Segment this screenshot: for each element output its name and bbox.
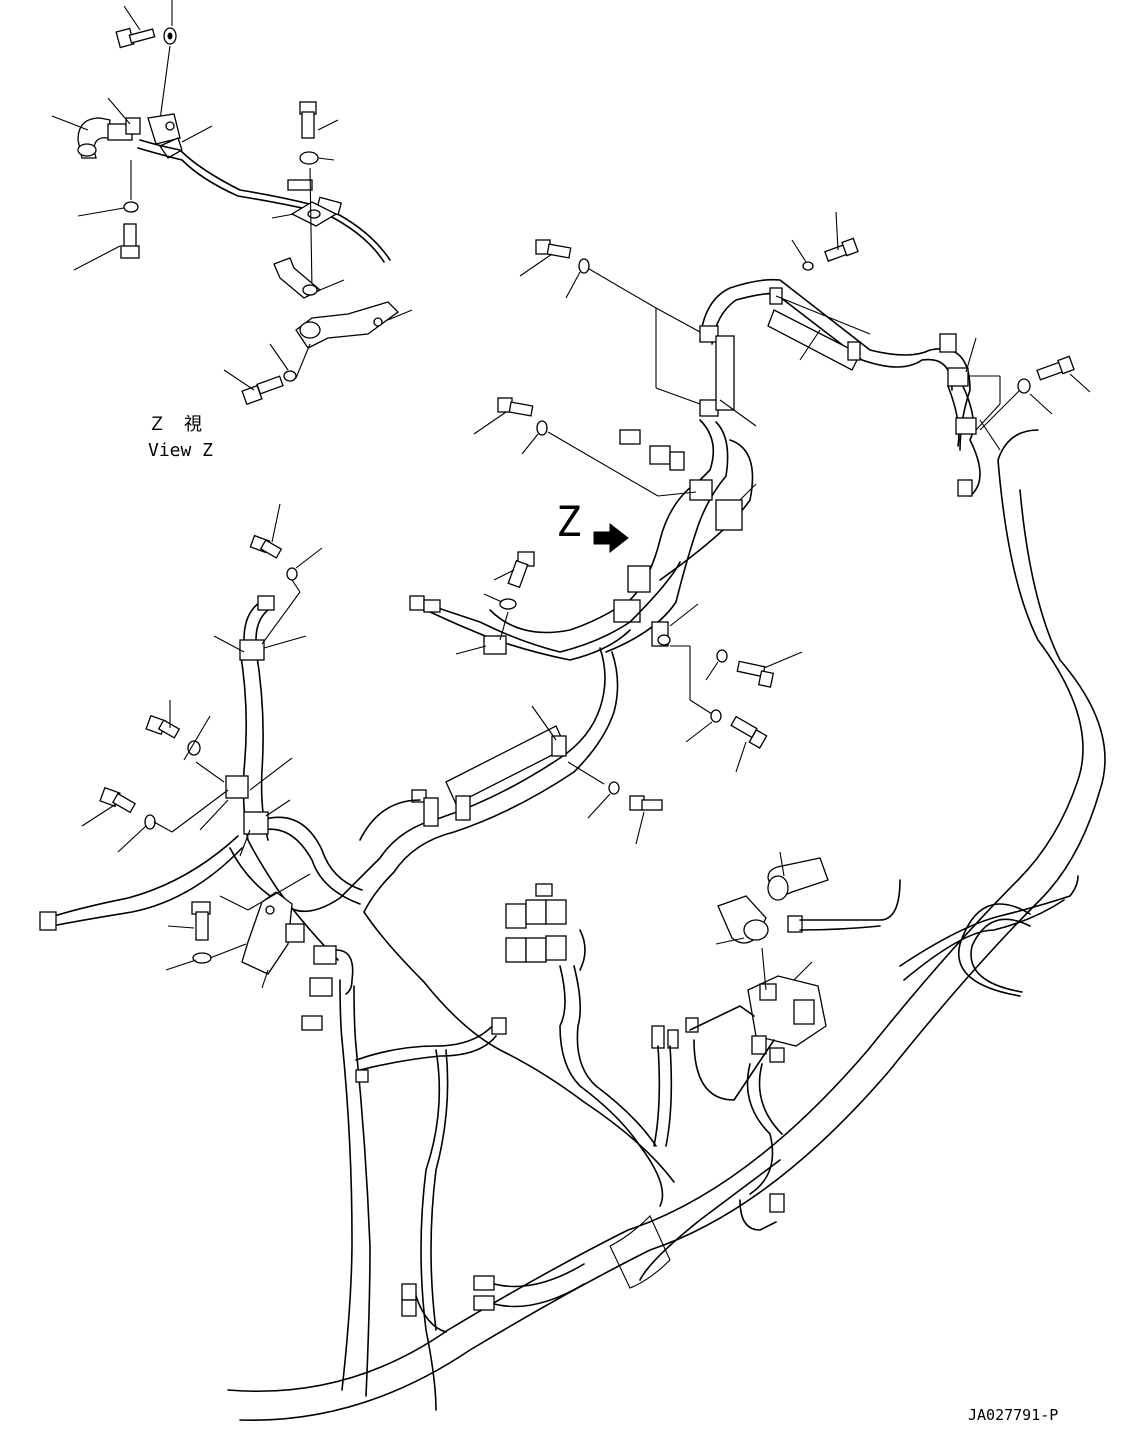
connector (939, 333, 957, 353)
washer (286, 567, 298, 581)
rubber-boot (767, 857, 829, 901)
view-label-en: View Z (148, 440, 213, 461)
connector (769, 1193, 785, 1213)
bolt (824, 237, 859, 262)
washer (192, 952, 212, 964)
connector (411, 789, 439, 827)
connector (491, 1017, 507, 1035)
washer (283, 370, 297, 382)
rubber-boot (717, 895, 769, 944)
bolt (629, 795, 663, 811)
connector (401, 1275, 495, 1317)
connector (355, 1069, 369, 1083)
drawing-number: JA027791-P (968, 1406, 1058, 1424)
washer (499, 598, 517, 610)
connector (957, 479, 973, 497)
bolt (1036, 355, 1075, 381)
bolt (191, 901, 211, 941)
view-direction-arrow-icon (593, 522, 629, 554)
clamp (689, 479, 743, 531)
washer (802, 261, 814, 271)
battery-disconnect-switch (747, 961, 827, 1063)
view-z-detail: Ｚ 視 View Z (51, 0, 413, 461)
bolt (145, 714, 181, 739)
bolt (115, 27, 156, 49)
connector (301, 945, 337, 1031)
mounting-bracket (295, 301, 399, 349)
washer (608, 781, 620, 795)
connector (409, 595, 441, 613)
bolt (535, 239, 572, 259)
connector (39, 595, 275, 931)
mounting-bracket (241, 891, 305, 975)
bolt (736, 660, 775, 688)
washer (123, 201, 139, 213)
washer (144, 814, 156, 830)
connector (619, 429, 685, 471)
washer (187, 740, 201, 756)
relay-block (505, 883, 567, 963)
bolt (299, 101, 317, 139)
bolt (241, 375, 284, 406)
clamp (699, 325, 735, 417)
washer (299, 151, 319, 165)
protective-sleeve (445, 725, 567, 821)
bolt (497, 397, 534, 417)
elbow-connector (77, 117, 141, 159)
washer (163, 27, 177, 45)
washer (578, 258, 590, 274)
bolt (99, 786, 137, 814)
washer (1017, 378, 1031, 394)
bolt (507, 551, 535, 589)
terminal-lug (147, 113, 183, 159)
clamp (947, 367, 977, 435)
bracket (273, 257, 322, 299)
washer (716, 649, 728, 663)
washer (536, 420, 548, 436)
connector (651, 1017, 699, 1049)
bolt (730, 715, 768, 749)
clamp (483, 635, 507, 655)
bolt (120, 223, 140, 259)
protective-sleeve (767, 287, 861, 371)
washer (657, 634, 671, 646)
main-harness: Z (39, 211, 1106, 1421)
washer (710, 709, 722, 723)
view-label-jp: Ｚ 視 (148, 414, 202, 435)
view-z-marker: Z (556, 497, 581, 546)
connector (787, 915, 803, 933)
bolt (249, 534, 283, 559)
